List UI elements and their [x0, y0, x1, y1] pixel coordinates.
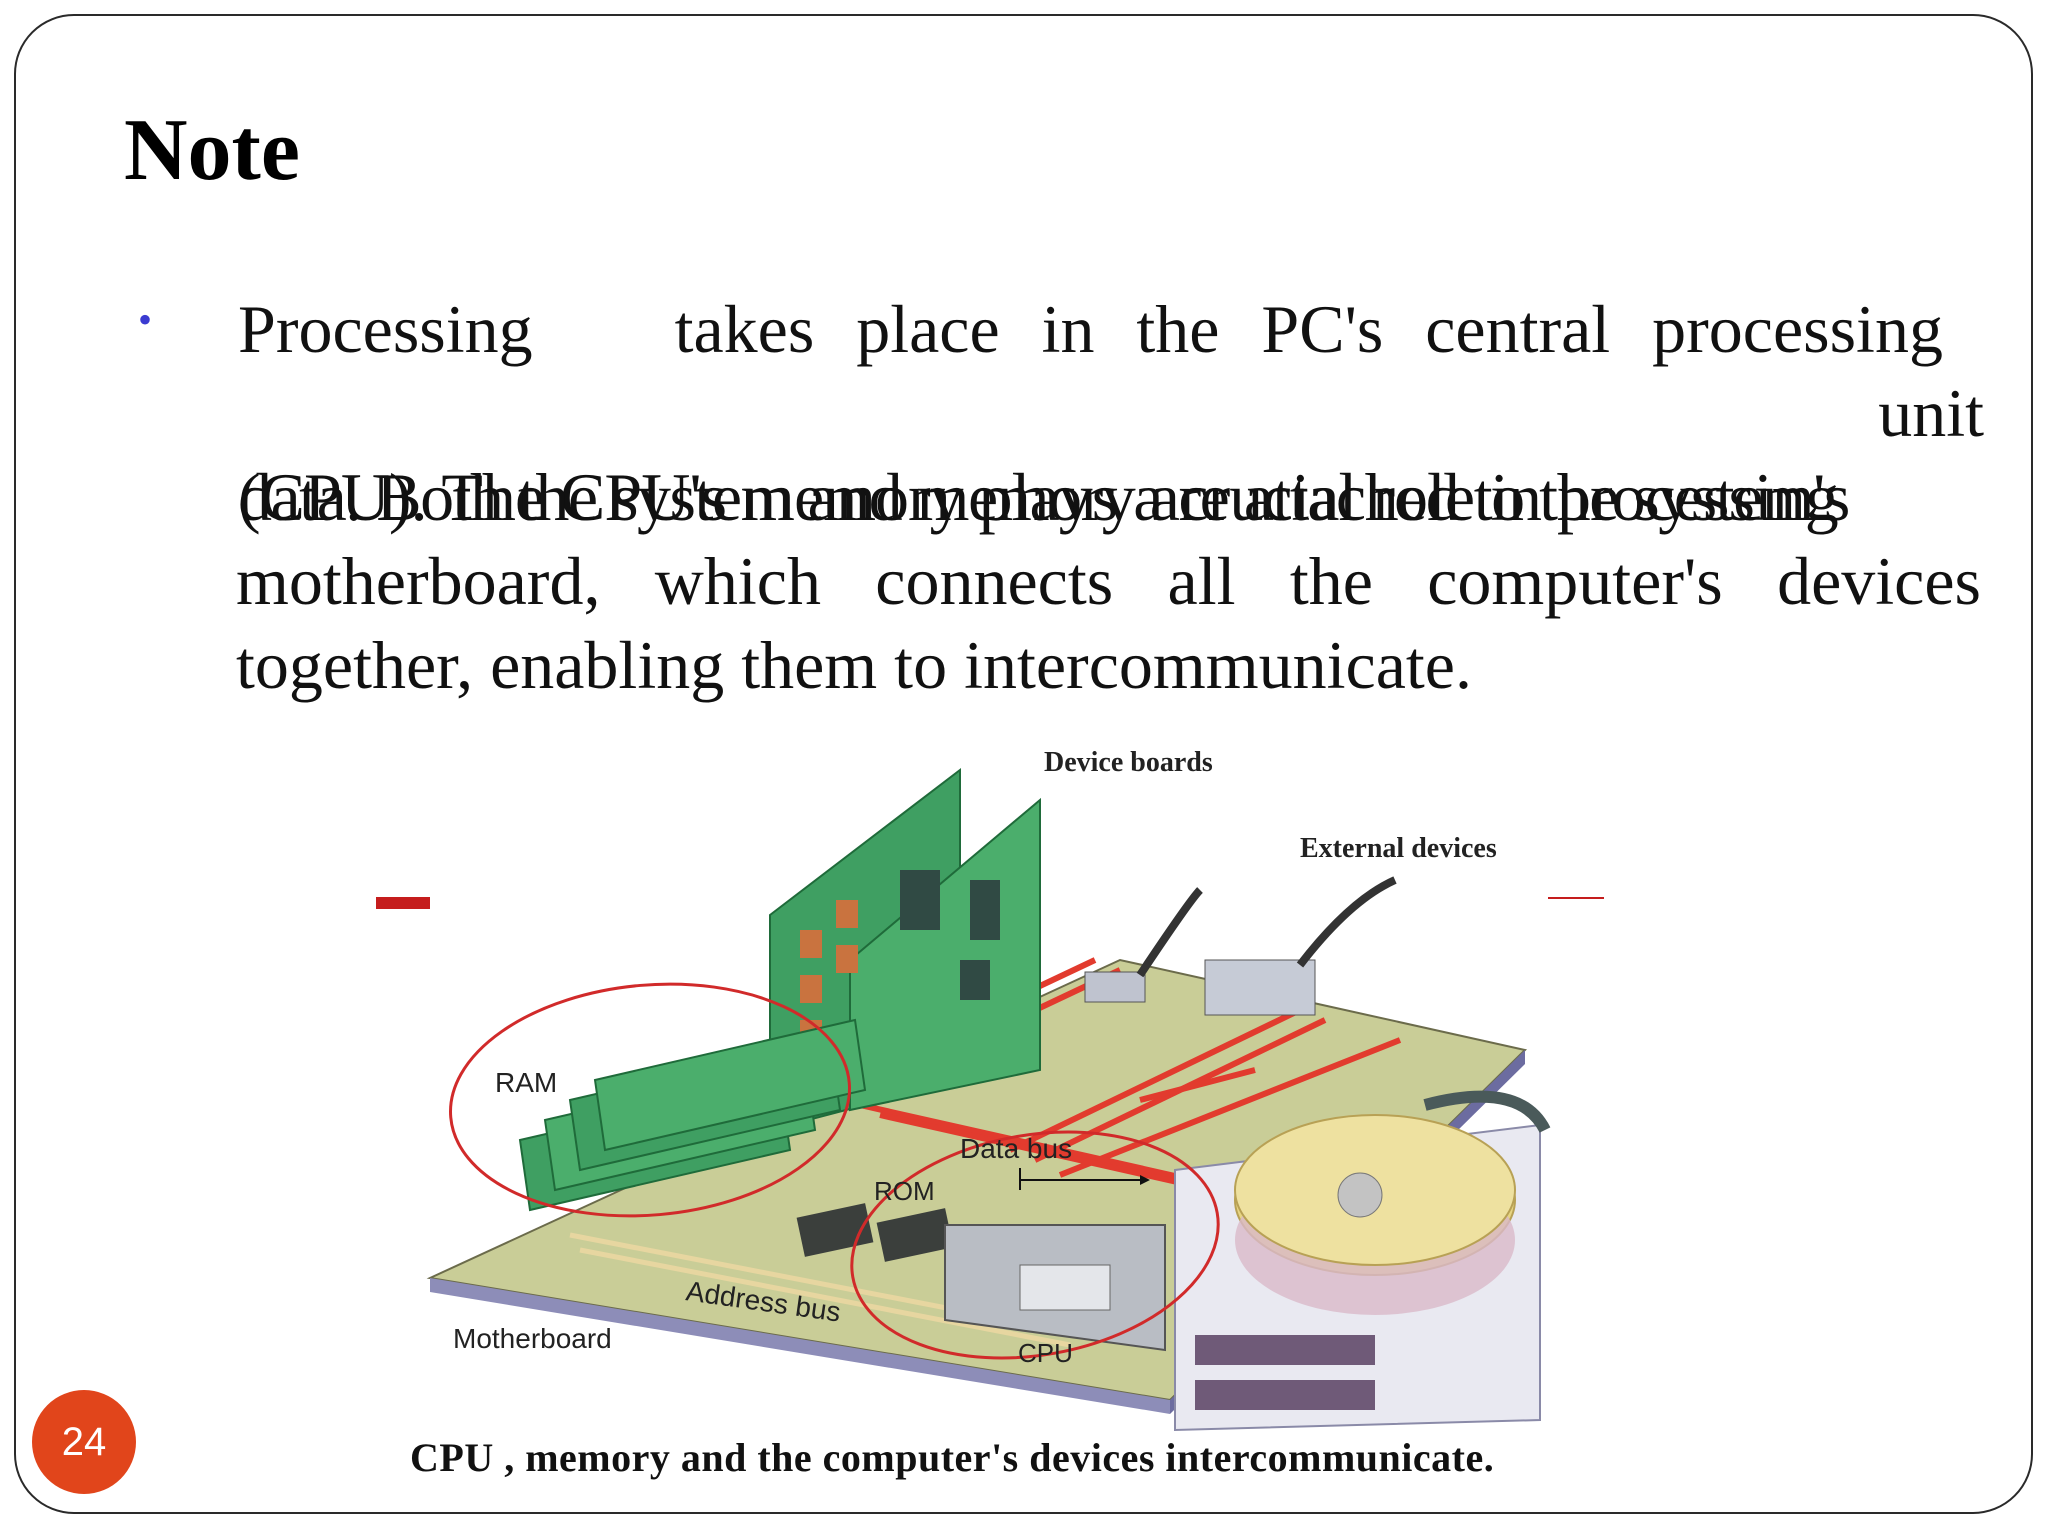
- usb-connector: [1084, 971, 1146, 1003]
- word: motherboard,: [236, 543, 601, 619]
- bullet-line-4: together, enabling them to intercommunic…: [236, 627, 1472, 703]
- word: which: [654, 543, 821, 619]
- word: all: [1167, 543, 1236, 619]
- bullet-line-1: Processing takes place in the PC's centr…: [238, 290, 1943, 369]
- drive-slot-1: [1195, 1335, 1375, 1365]
- word: the: [1289, 543, 1373, 619]
- ram-highlight-circle: [449, 982, 851, 1218]
- word: PC's: [1261, 291, 1384, 367]
- external-cable-2: [1296, 876, 1397, 968]
- word: central: [1425, 291, 1611, 367]
- label-data-bus: Data bus: [960, 1133, 1072, 1164]
- drive-slot-2: [1195, 1380, 1375, 1410]
- cpu-highlight-circle: [850, 1130, 1220, 1360]
- serial-connector: [1204, 959, 1316, 1016]
- bullet-line-3: motherboard, which connects all the comp…: [236, 542, 1981, 621]
- label-device-boards: Device boards: [1044, 747, 1213, 778]
- overlap-text-b: data. Both the system and memory are att…: [238, 459, 1850, 535]
- hard-disk-spindle: [1337, 1172, 1383, 1218]
- word: takes: [674, 291, 815, 367]
- word: connects: [875, 543, 1114, 619]
- cpu-die: [1019, 1264, 1111, 1311]
- bullet-icon: •: [138, 297, 153, 342]
- ram-modules: [518, 1018, 867, 1212]
- word: place: [856, 291, 1000, 367]
- page-number-badge: 24: [32, 1390, 136, 1494]
- word: Processing: [238, 291, 533, 367]
- red-dash-left: [376, 897, 430, 909]
- word: processing: [1652, 291, 1943, 367]
- label-motherboard: Motherboard: [453, 1323, 612, 1354]
- bullet-line-1-tail: unit: [1878, 375, 1984, 451]
- rom-chip-2: [876, 1208, 954, 1262]
- bullet-line-2a: (CPU). The CPU's memory plays a crucial …: [238, 458, 1983, 537]
- word: in: [1041, 291, 1095, 367]
- word: computer's: [1427, 543, 1723, 619]
- board-ics: [900, 870, 1000, 1000]
- word: devices: [1777, 543, 1981, 619]
- overlap-text-a: (CPU). The CPU's memory plays a crucial …: [238, 459, 1839, 535]
- word: the: [1136, 291, 1220, 367]
- ribbon-cable: [1423, 1090, 1551, 1133]
- external-cable-1: [1136, 887, 1203, 978]
- red-dash-right: [1548, 897, 1604, 899]
- bullet-line-2b: data. Both the system and memory are att…: [238, 458, 1983, 537]
- label-cpu: CPU: [1018, 1338, 1073, 1368]
- slide-title: Note: [124, 102, 300, 199]
- label-external-devices: External devices: [1300, 833, 1497, 864]
- label-ram: RAM: [495, 1067, 557, 1098]
- motherboard-edge: [430, 1278, 1170, 1414]
- diagram-caption: CPU , memory and the computer's devices …: [410, 1435, 1495, 1480]
- data-bus-arrowhead-right: [1140, 1175, 1150, 1185]
- label-rom: ROM: [874, 1176, 935, 1206]
